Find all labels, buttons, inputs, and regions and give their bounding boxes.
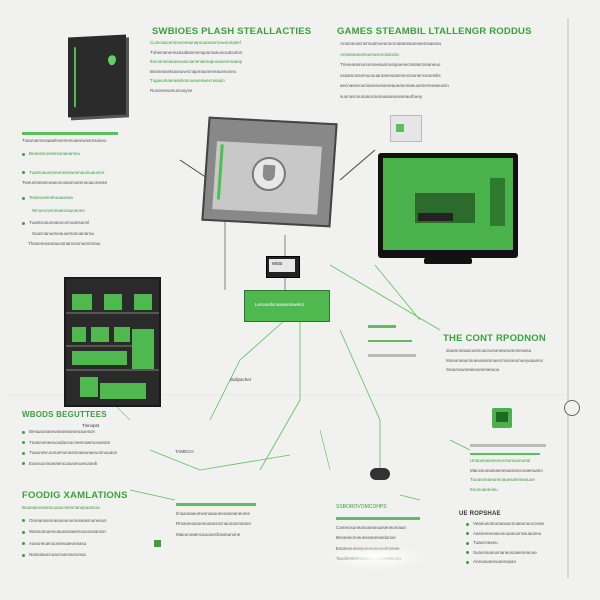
text-block-left-bottom: Buanaeoneansuuaucnemnanepuamoa Omeaosemo… [22, 505, 107, 557]
server-cabinet-icon [68, 34, 126, 118]
text-block-left-lower: Besaaosaneuneaneameoaueson Tnanesmeeuosd… [22, 429, 117, 466]
tv-monitor-icon [378, 153, 518, 258]
heading-left-bottom: FOODIG XAMLATIONS [22, 490, 128, 501]
mid-note: TAMECH [175, 449, 194, 454]
laptop-icon: WEB [266, 256, 300, 278]
speaker-icon [390, 115, 422, 142]
heading-left-top: SWBIOES PLASH STEALLACTIES [152, 26, 312, 37]
heading-right-top: GAMES STEAMBIL LTALLENGR RODDUS [337, 26, 532, 37]
text-block-left-upper: Tuaunamnssaaelsnenemuaenwosmsaneo Bnanes… [22, 132, 118, 186]
bottom-center-title: SSBOROVOMCOHPS [336, 504, 387, 510]
tv-stand [424, 258, 472, 264]
text-block-bottom-left-center: Ilnsaosaeumesnaaouneoaneaneume Rmaneuasu… [176, 503, 256, 537]
heading-cont: THE CONT RPODNON [443, 333, 546, 344]
text-block-right-top: Anarseuscnemuamoeunnoroteaneaoeseemsaeut… [340, 41, 449, 99]
text-block-right-lower: Veanueumonaneacnoaeunuoconae Aasmeneuaso… [466, 521, 544, 565]
text-block-left-top: Cuinosacenmoveeauneprouanarmowoumptel Tu… [150, 40, 243, 93]
globe-icon [564, 400, 580, 416]
small-green-square [154, 540, 161, 547]
text-block-left-middle: Tesanosenetuoauewa Wnuecnemmaesrauneone … [22, 195, 100, 247]
cab-label: Tinnopst [82, 423, 100, 428]
storage-shelf-icon [64, 277, 161, 407]
gamepad-icon [370, 468, 390, 480]
mid-left-green-bars [368, 325, 416, 357]
power-plug-icon [492, 408, 512, 428]
heading-left-mid: WBODS BEGUTTEES [22, 410, 107, 419]
center-label-box: Lencesdsnasieselowetol [244, 290, 330, 322]
console-device-icon [201, 116, 338, 228]
under-cabinet-label: Bullpacher [230, 377, 252, 382]
text-block-cont: duamneasacusmoucnusonewoumonevasu Moeune… [446, 348, 543, 372]
bottom-gradient [325, 545, 425, 570]
text-block-right-mid: Unaoesauneneuosomuonunal Macxeuosanaeneu… [470, 444, 546, 492]
right-lower-title: UE ROPSHAE [459, 511, 501, 517]
